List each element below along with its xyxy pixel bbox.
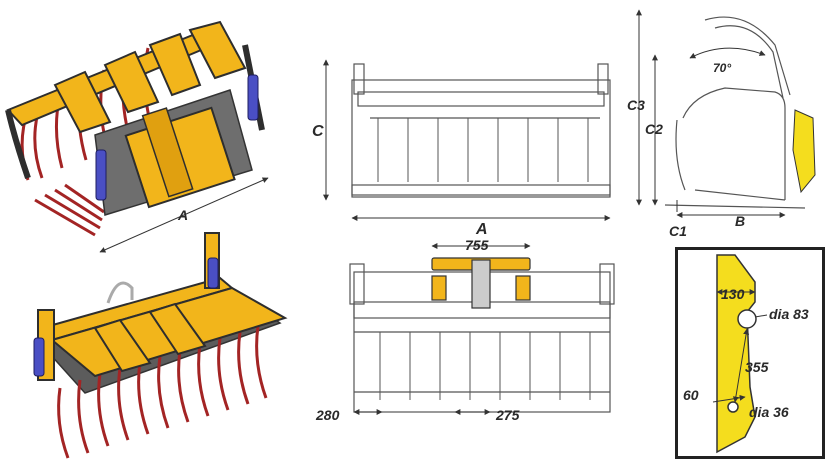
top-mount-plate xyxy=(431,257,531,309)
dimension-line-355 xyxy=(732,328,750,403)
angle-label: 70° xyxy=(713,61,731,75)
dimension-label-b: B xyxy=(735,213,745,229)
dimension-label-275: 275 xyxy=(495,407,520,423)
isometric-view-lowered xyxy=(33,232,288,459)
bracket-plate xyxy=(716,254,756,454)
upper-grab-frame xyxy=(6,20,247,134)
side-mount-bracket xyxy=(792,109,816,194)
dimension-label-c3: C3 xyxy=(627,97,645,113)
hydraulic-hose xyxy=(106,281,134,304)
bracket-detail-inset: 130 dia 83 355 60 dia 36 xyxy=(675,247,825,459)
hole-dia-83 xyxy=(737,309,757,329)
dimension-label-a: A xyxy=(177,207,188,223)
dimension-label-130: 130 xyxy=(721,286,745,302)
dimension-line-60 xyxy=(712,394,746,403)
isometric-view-raised: A xyxy=(5,20,269,253)
dimension-label-60: 60 xyxy=(683,387,699,403)
front-tines xyxy=(377,118,589,182)
dimension-label-dia83: dia 83 xyxy=(769,306,809,322)
hole-dia-36 xyxy=(727,401,739,413)
side-view-drawing: 70° C3 C2 C1 B xyxy=(627,9,816,239)
dimension-label-c2: C2 xyxy=(645,121,663,137)
dimension-label-a-front: A xyxy=(475,221,488,238)
top-view-drawing: 755 280 275 xyxy=(315,237,615,423)
dimension-label-355: 355 xyxy=(745,359,769,375)
hydraulic-cylinders-lower xyxy=(33,257,219,377)
dimension-label-755: 755 xyxy=(465,237,489,253)
dimension-label-dia36: dia 36 xyxy=(749,404,789,420)
grab-tines-lower xyxy=(57,325,268,459)
top-tines xyxy=(379,332,591,400)
angle-arc xyxy=(689,47,766,59)
dimension-line-a xyxy=(99,177,269,253)
lower-grab-frame xyxy=(40,276,288,378)
dimension-label-280: 280 xyxy=(315,407,340,423)
dimension-label-c1: C1 xyxy=(669,223,687,239)
front-view-drawing: C A xyxy=(312,59,611,238)
leader-dia83 xyxy=(754,314,768,318)
side-arm-outline xyxy=(664,16,806,209)
front-frame-outline xyxy=(351,63,611,198)
hydraulic-cylinders xyxy=(95,74,259,201)
dimension-label-c: C xyxy=(312,123,324,140)
